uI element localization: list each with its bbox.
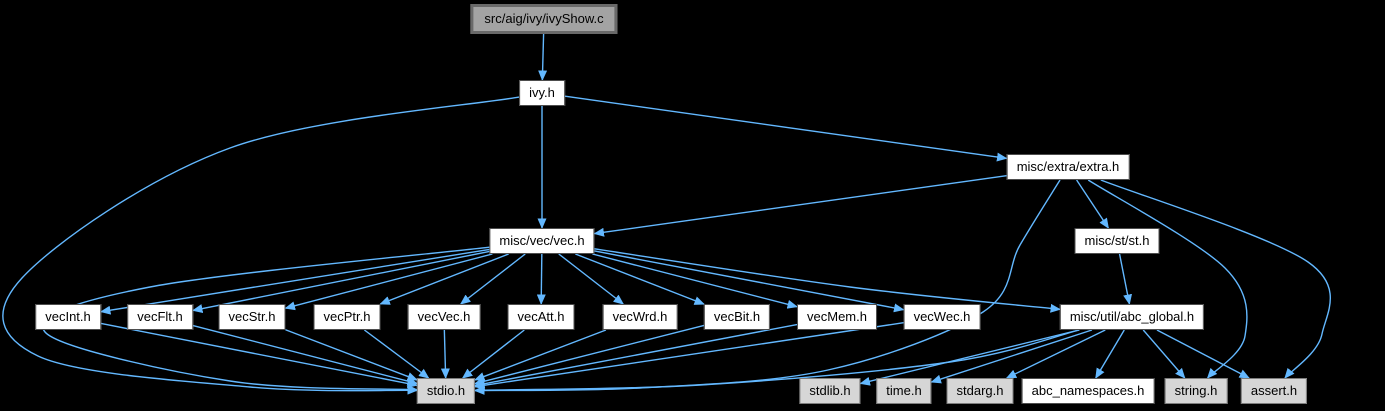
edge-ivy-h-to-stdio-h [2,96,520,395]
edge-vec-h-to-vecvec-h [459,253,526,305]
edge-abc-global-h-to-time-h [930,329,1093,384]
edge-vec-h-to-vecptr-h [379,253,509,305]
edge-vec-h-to-abc-global-h [594,248,1061,313]
edge-ivyshow-c-to-ivy-h [538,33,548,81]
graph-node-abc-global-h[interactable]: misc/util/abc_global.h [1059,304,1205,330]
graph-node-string-h[interactable]: string.h [1164,378,1228,404]
graph-node-extra-h[interactable]: misc/extra/extra.h [1006,154,1130,180]
edge-vec-h-to-vecwec-h [594,250,905,313]
edge-abc-global-h-to-stdarg-h [1005,329,1106,379]
edge-abc-global-h-to-stdio-h [474,329,1080,395]
edge-vecint-h-to-stdio-h [100,322,418,388]
edge-vecwrd-h-to-stdio-h [474,329,607,381]
edge-vecvec-h-to-stdio-h [440,329,450,379]
graph-node-vecatt-h[interactable]: vecAtt.h [507,304,575,330]
edge-vecmem-h-to-stdio-h [474,323,798,389]
edge-vecstr-h-to-stdio-h [285,329,418,381]
graph-node-vecflt-h[interactable]: vecFlt.h [127,304,193,330]
graph-node-vecstr-h[interactable]: vecStr.h [218,304,286,330]
graph-node-vecint-h[interactable]: vecInt.h [35,304,101,330]
edge-abc-global-h-to-stdlib-h [859,329,1080,386]
graph-node-vecwec-h[interactable]: vecWec.h [903,304,981,330]
edge-vec-h-to-vecbit-h [575,253,705,305]
edge-vecatt-h-to-stdio-h [461,329,525,379]
graph-node-stdio-h[interactable]: stdio.h [416,378,476,404]
edge-vecptr-h-to-stdio-h [363,329,430,379]
edge-vec-h-to-stdio-h [42,246,490,394]
graph-node-st-h[interactable]: misc/st/st.h [1074,228,1160,254]
edge-extra-h-to-string-h [1087,179,1248,379]
edge-extra-h-to-stdio-h [474,179,1061,395]
edge-vec-h-to-vecflt-h [192,250,490,313]
edge-vec-h-to-vecatt-h [536,253,546,305]
edge-extra-h-to-vec-h [593,174,1007,237]
graph-node-stdlib-h[interactable]: stdlib.h [799,378,861,404]
edge-vecflt-h-to-stdio-h [192,324,418,386]
edge-vec-h-to-vecstr-h [284,253,493,311]
edge-abc-global-h-to-abc-namespaces-h [1095,329,1125,379]
edge-vec-h-to-vecint-h [100,248,490,315]
edge-vec-h-to-vecmem-h [592,253,798,309]
edge-extra-h-to-st-h [1076,179,1109,229]
edge-vecwec-h-to-stdio-h [474,322,904,390]
graph-node-vec-h[interactable]: misc/vec/vec.h [489,228,595,254]
edge-vec-h-to-vecwrd-h [558,253,625,305]
edge-abc-global-h-to-assert-h [1156,329,1250,379]
graph-node-vecvec-h[interactable]: vecVec.h [407,304,481,330]
graph-node-abc-namespaces-h[interactable]: abc_namespaces.h [1021,378,1155,404]
edge-abc-global-h-to-string-h [1142,329,1186,379]
edge-ivy-h-to-extra-h [564,95,1008,162]
edge-st-h-to-abc-global-h [1118,253,1133,305]
graph-node-vecmem-h[interactable]: vecMem.h [797,304,877,330]
graph-node-ivyshow-c[interactable]: src/aig/ivy/ivyShow.c [470,4,618,34]
graph-node-vecwrd-h[interactable]: vecWrd.h [602,304,678,330]
graph-node-time-h[interactable]: time.h [876,378,932,404]
graph-node-vecptr-h[interactable]: vecPtr.h [313,304,381,330]
graph-node-assert-h[interactable]: assert.h [1240,378,1308,404]
graph-node-vecbit-h[interactable]: vecBit.h [703,304,771,330]
graph-node-ivy-h[interactable]: ivy.h [519,80,565,106]
edge-extra-h-to-assert-h [1100,179,1331,379]
edge-vecbit-h-to-stdio-h [474,324,705,386]
graph-node-stdarg-h[interactable]: stdarg.h [946,378,1014,404]
